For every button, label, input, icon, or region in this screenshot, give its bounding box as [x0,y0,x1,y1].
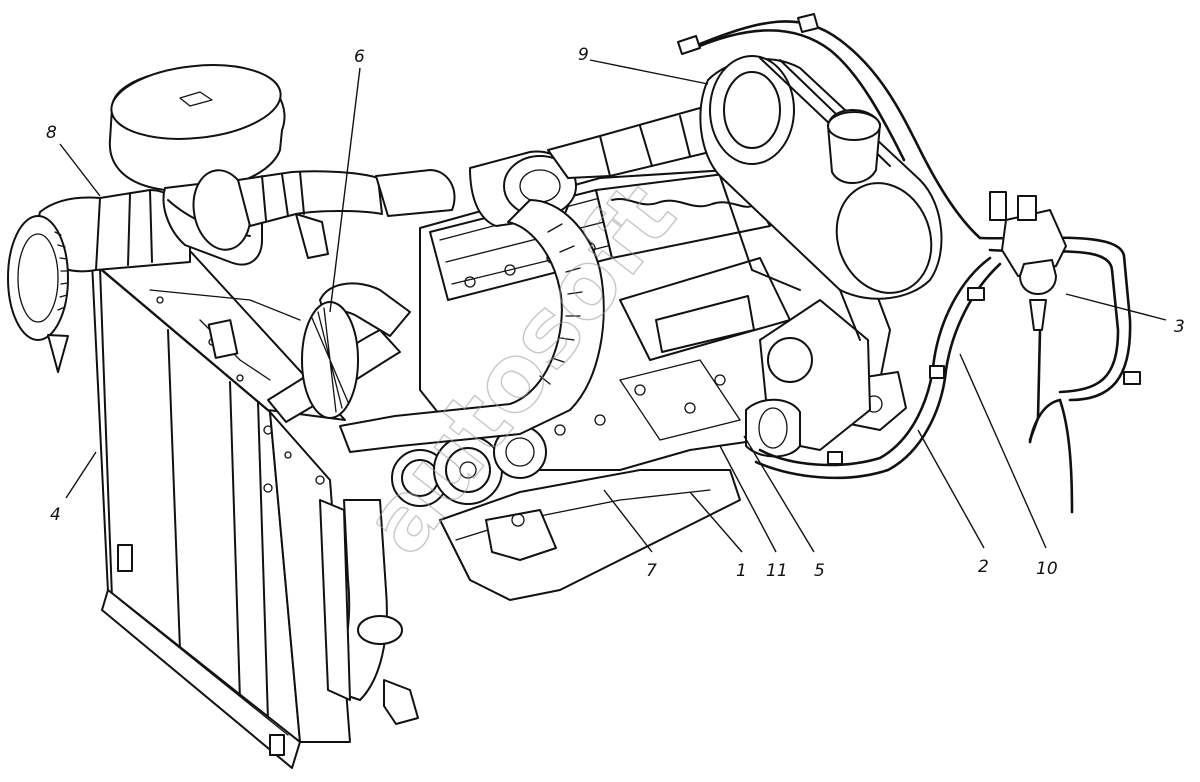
engine-block [391,167,907,601]
air-filter [108,64,286,266]
callout-6: 6 [354,47,365,67]
callout-7: 7 [646,561,657,581]
callout-1: 1 [736,561,747,581]
callout-labels: 1 2 3 4 5 6 7 8 9 10 11 [46,45,1185,581]
callout-9: 9 [578,45,589,65]
callout-8: 8 [46,123,57,143]
callout-2: 2 [978,557,989,577]
exhaust-muffler [699,55,943,341]
lower-hose [319,499,419,725]
callout-5: 5 [814,561,825,581]
callout-3: 3 [1174,317,1185,337]
leader-lines [59,59,1167,553]
fuel-lines [677,13,1141,514]
air-intake-duct [7,189,191,373]
callout-11: 11 [766,561,788,581]
callout-10: 10 [1036,559,1058,579]
callout-4: 4 [50,505,61,525]
